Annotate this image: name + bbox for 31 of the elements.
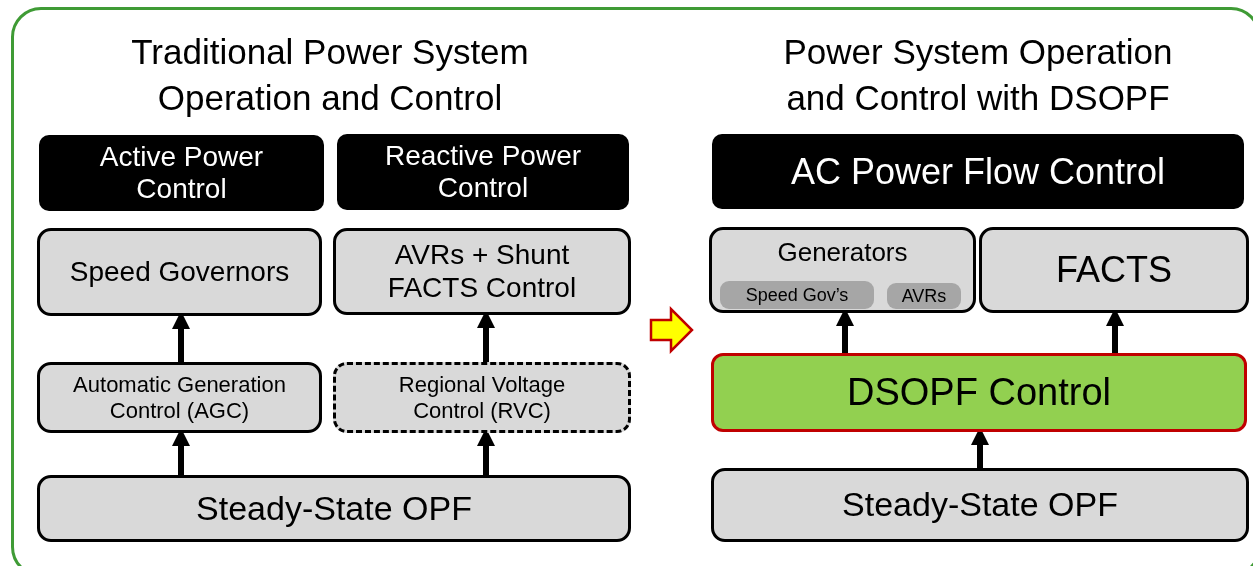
box-label: Speed Gov’s: [745, 284, 849, 306]
column-heading: Traditional Power System Operation and Control: [130, 31, 530, 119]
process-box: [37, 228, 322, 316]
process-box: [37, 362, 322, 433]
sub-box: [887, 283, 961, 309]
box-label: Steady-State OPF: [842, 485, 1118, 525]
control-heading-box: [39, 135, 324, 211]
process-box: [711, 468, 1249, 542]
box-label: Speed Governors: [69, 255, 290, 289]
box-label: FACTS: [1056, 249, 1172, 291]
box-label: Active Power Control: [98, 140, 265, 206]
control-heading-box: [337, 134, 629, 210]
box-label: DSOPF Control: [847, 370, 1111, 415]
control-heading-box: [712, 134, 1244, 209]
block-arrow: [649, 306, 694, 354]
control-box: [711, 353, 1247, 432]
box-label: AVRs + Shunt FACTS Control: [386, 239, 578, 304]
sub-box: [720, 281, 874, 309]
box-label: Automatic Generation Control (AGC): [72, 372, 287, 423]
box-label: Generators: [777, 238, 908, 268]
box-label: Steady-State OPF: [196, 488, 472, 529]
box-label: Regional Voltage Control (RVC): [397, 372, 567, 423]
dashed-process-box: [333, 362, 631, 433]
box-label: AC Power Flow Control: [790, 150, 1166, 193]
box-label: Reactive Power Control: [383, 139, 583, 205]
box-label: AVRs: [901, 285, 947, 307]
process-box: [333, 228, 631, 315]
column-heading: Power System Operation and Control with DSOPF: [782, 31, 1174, 119]
process-box: [979, 227, 1249, 313]
process-box: [37, 475, 631, 542]
process-box: [709, 227, 976, 313]
